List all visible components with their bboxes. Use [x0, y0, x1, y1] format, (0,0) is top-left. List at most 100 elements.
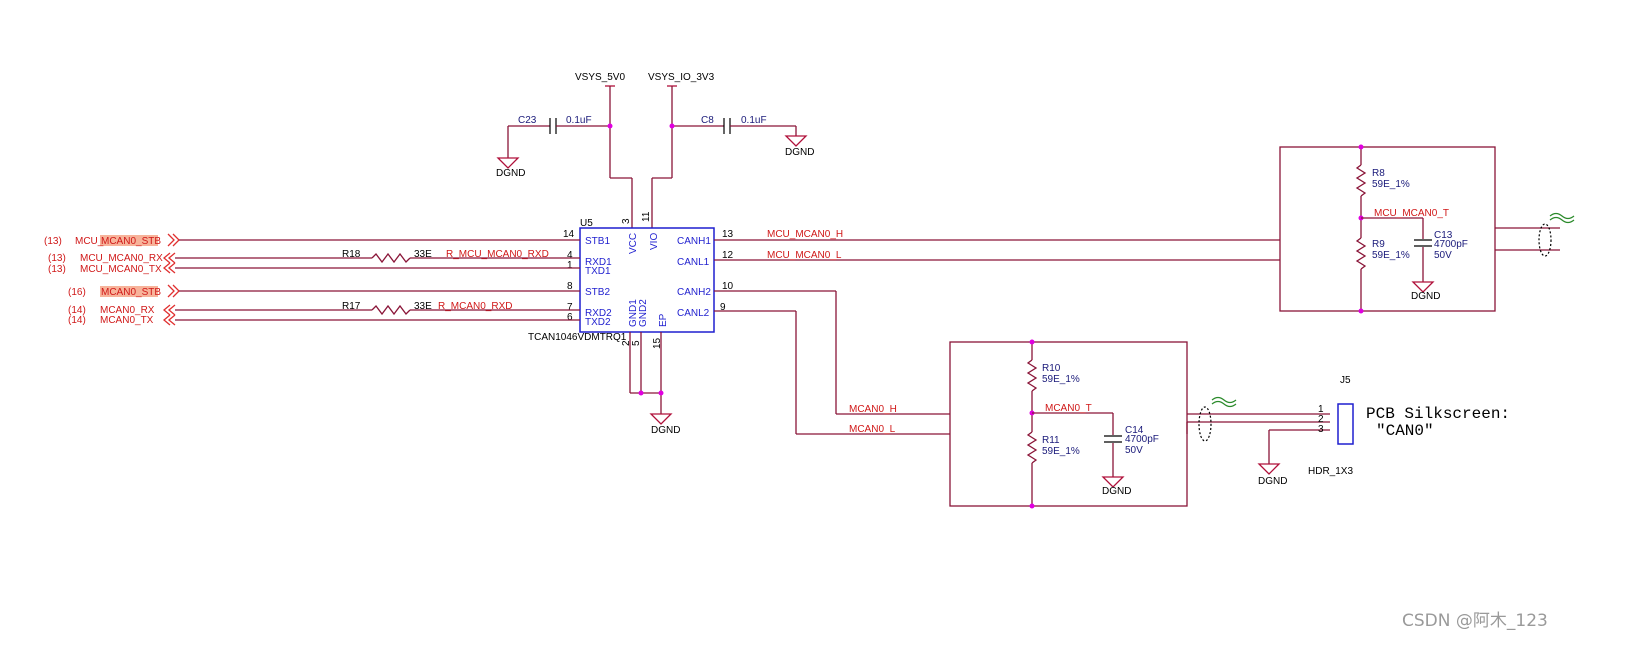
- net-mcu-mcan0-l: MCU_MCAN0_L: [767, 250, 842, 261]
- termination-box-mcu: [1279, 146, 1496, 312]
- ic-ref: U5: [580, 218, 593, 229]
- ic-dgnd-label: DGND: [651, 425, 680, 436]
- pin-num-4: 4: [567, 250, 573, 261]
- port-name-mcan0-stb: MCAN0_STB: [101, 287, 161, 298]
- pin-name-txd2: TXD2: [585, 317, 611, 328]
- port-ref: (16): [68, 287, 86, 298]
- termination-box-can0: [949, 341, 1188, 507]
- net-mcan0-h: MCAN0_H: [849, 404, 897, 415]
- pin-name-stb1: STB1: [585, 236, 610, 247]
- pin-num-14: 14: [563, 229, 575, 240]
- net-r-mcan0-rxd: R_MCAN0_RXD: [438, 301, 512, 312]
- c14-voltage: 50V: [1125, 445, 1143, 456]
- r11-resistor-icon: [1026, 431, 1038, 464]
- twisted-pair-icon: [1538, 223, 1552, 257]
- twisted-pair-icon: [1211, 396, 1237, 408]
- junction-dot: [1029, 339, 1035, 345]
- port-name-mcan0-tx: MCAN0_TX: [100, 315, 154, 326]
- port-name-mcu-mcan0-tx: MCU_MCAN0_TX: [80, 264, 162, 275]
- ground-icon: [784, 135, 808, 147]
- connector-j5: J5 HDR_1X3 1 2 3 PCB Silkscreen: "CAN0": [1308, 375, 1510, 477]
- r8-ref: R8: [1372, 168, 1385, 179]
- c13-ref: C13: [1434, 230, 1453, 241]
- silkscreen-line-1: PCB Silkscreen:: [1366, 405, 1510, 423]
- ground-icon: [649, 413, 673, 425]
- pin-name-rxd1: RXD1: [585, 257, 612, 268]
- pin-num-9: 9: [720, 302, 726, 313]
- connector-body: [1337, 403, 1354, 445]
- pin-num-6: 6: [567, 312, 573, 323]
- pin-num-1: 1: [567, 260, 573, 271]
- r17-resistor-icon: [371, 304, 411, 316]
- pin-name-ep: EP: [658, 313, 669, 327]
- c13-voltage: 50V: [1434, 250, 1452, 261]
- port-ref: (14): [68, 305, 86, 316]
- r10-value: 59E_1%: [1042, 374, 1080, 385]
- port-arrow-icon: [162, 314, 176, 326]
- pin-name-vcc: VCC: [628, 233, 639, 254]
- pin-name-txd1: TXD1: [585, 266, 611, 277]
- j5-dgnd-label: DGND: [1258, 476, 1287, 487]
- port-arrow-icon: [162, 262, 176, 274]
- r11-ref: R11: [1042, 435, 1060, 446]
- junction-dot: [1029, 503, 1035, 509]
- port-ref: (13): [44, 236, 62, 247]
- pin-num-13: 13: [722, 229, 734, 240]
- r11-value: 59E_1%: [1042, 446, 1080, 457]
- c8-ref: C8: [701, 115, 714, 126]
- pin-name-canl1: CANL1: [677, 257, 710, 268]
- pin-num-10: 10: [722, 281, 734, 292]
- pin-name-canl2: CANL2: [677, 308, 710, 319]
- ground-icon: [1411, 281, 1435, 293]
- pin-name-gnd1: GND1: [628, 299, 639, 327]
- r17-value: 33E: [414, 301, 432, 312]
- ground-icon: [496, 157, 520, 169]
- pin-num-8: 8: [567, 281, 573, 292]
- r8-value: 59E_1%: [1372, 179, 1410, 190]
- net-mcu-mcan0-t: MCU_MCAN0_T: [1374, 208, 1449, 219]
- pin-num-7: 7: [567, 302, 573, 313]
- c8-value: 0.1uF: [741, 115, 767, 126]
- twisted-pair-icon: [1198, 406, 1212, 442]
- r17-ref: R17: [342, 301, 361, 312]
- pin-name-stb2: STB2: [585, 287, 610, 298]
- twisted-pair-icon: [1549, 212, 1575, 224]
- port-ref: (13): [48, 264, 66, 275]
- c8-dgnd-label: DGND: [785, 147, 814, 158]
- junction-dot: [1358, 308, 1364, 314]
- ic-u5: U5 TCAN1046VDMTRQ1 STB1 RXD1 TXD1 STB2 R…: [528, 211, 734, 436]
- port-arrow-icon: [162, 304, 176, 316]
- watermark: CSDN @阿木_123: [1402, 611, 1548, 631]
- junction-dot: [658, 390, 664, 396]
- pin-num-2: 2: [621, 340, 632, 346]
- c13-value: 4700pF: [1434, 239, 1468, 250]
- net-mcan0-l: MCAN0_L: [849, 424, 896, 435]
- port-name-mcan0-rx: MCAN0_RX: [100, 305, 155, 316]
- c14-ref: C14: [1125, 425, 1144, 436]
- ground-icon: [1257, 463, 1281, 475]
- connector-pin-3: 3: [1318, 424, 1324, 435]
- c23-dgnd-label: DGND: [496, 168, 525, 179]
- net-r-mcu-mcan0-rxd: R_MCU_MCAN0_RXD: [446, 249, 549, 260]
- port-arrow-icon: [162, 252, 176, 264]
- pin-num-12: 12: [722, 250, 734, 261]
- net-mcu-mcan0-h: MCU_MCAN0_H: [767, 229, 843, 240]
- pin-name-canh2: CANH2: [677, 287, 711, 298]
- silkscreen-line-2: "CAN0": [1376, 422, 1434, 440]
- c23-ref: C23: [518, 115, 537, 126]
- c14-value: 4700pF: [1125, 434, 1159, 445]
- r10-resistor-icon: [1026, 359, 1038, 392]
- pin-num-15: 15: [652, 337, 663, 349]
- r18-ref: R18: [342, 249, 361, 260]
- r9-value: 59E_1%: [1372, 250, 1410, 261]
- net-mcan0-t: MCAN0_T: [1045, 403, 1092, 414]
- pin-name-canh1: CANH1: [677, 236, 711, 247]
- mcan0-bus: MCAN0_H MCAN0_L DGND R10 59E_1% MCAN0_T …: [714, 290, 1330, 509]
- r9-resistor-icon: [1355, 237, 1367, 270]
- r10-ref: R10: [1042, 363, 1061, 374]
- pin-name-gnd2: GND2: [638, 299, 649, 327]
- port-name-prefix: MCU_: [75, 236, 104, 247]
- left-ports: (13) MCU_ MCAN0_STB (13) MCU_MCAN0_RX (1…: [44, 233, 580, 326]
- port-arrow-icon: [167, 233, 180, 247]
- pin-num-5: 5: [631, 340, 642, 346]
